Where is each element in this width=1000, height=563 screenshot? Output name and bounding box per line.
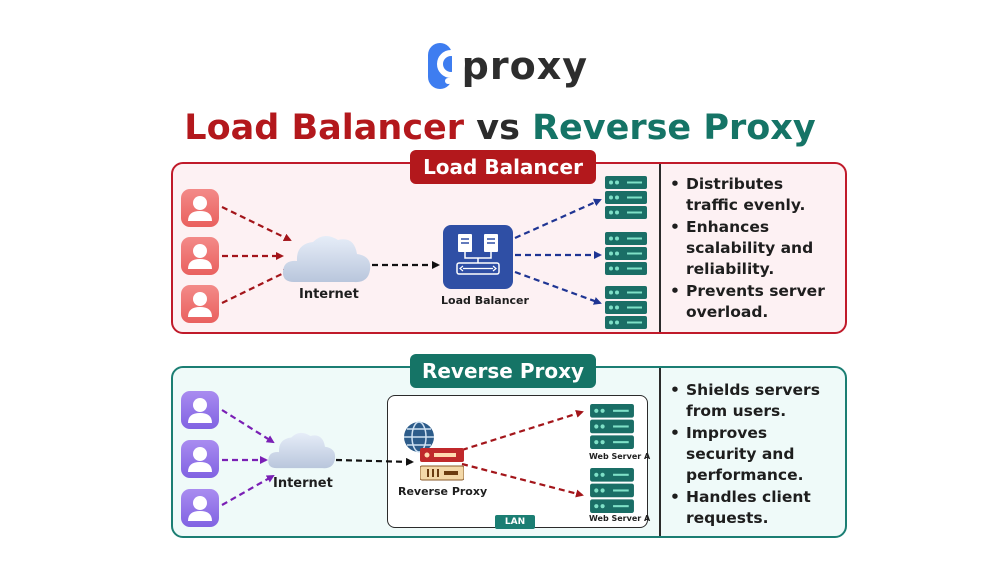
user-icon — [181, 237, 219, 275]
arrow-proxy-server2 — [461, 462, 584, 498]
reverse-proxy-tag: Reverse Proxy — [410, 354, 596, 388]
rp-bullet: Shields servers from users. — [668, 380, 838, 422]
user-icon — [181, 189, 219, 227]
page-title: Load Balancer vs Reverse Proxy — [0, 104, 1000, 152]
rp-bullet: Handles client requests. — [668, 487, 838, 529]
logo-text: proxy — [461, 44, 588, 88]
load-balancer-node-label: Load Balancer — [441, 294, 529, 307]
user-icon — [181, 391, 219, 429]
lb-bullet: Distributes traffic evenly. — [668, 174, 838, 216]
arrow-lb-server3 — [514, 270, 602, 305]
arrow-lb-server1 — [514, 198, 602, 240]
user-icon — [181, 285, 219, 323]
reverse-proxy-bullets: Shields servers from users. Improves sec… — [668, 380, 838, 530]
title-reverse-proxy: Reverse Proxy — [532, 108, 816, 148]
lan-tag: LAN — [495, 515, 535, 529]
user-icon — [181, 440, 219, 478]
server-rack-icon — [605, 176, 647, 219]
lb-internet-label: Internet — [299, 287, 359, 302]
arrow-internet-proxy — [335, 457, 414, 466]
cloud-icon — [282, 235, 371, 283]
reverse-proxy-divider — [659, 368, 661, 536]
arrow-proxy-server1 — [461, 409, 584, 452]
proxy-logo-icon — [428, 43, 465, 89]
globe-icon — [404, 421, 434, 453]
load-balancer-bullets: Distributes traffic evenly. Enhances sca… — [668, 174, 838, 324]
rp-bullet: Improves security and performance. — [668, 423, 838, 486]
arrow-rp-user1-internet — [221, 409, 275, 444]
arrow-user3-internet — [221, 269, 292, 304]
load-balancer-tag: Load Balancer — [410, 150, 596, 184]
arrow-user1-internet — [221, 206, 292, 241]
cloud-icon — [268, 432, 336, 469]
proxy-server-icon — [420, 448, 464, 481]
server-rack-icon — [605, 286, 647, 329]
load-balancer-icon — [443, 225, 513, 289]
web-server-label: Web Server A — [589, 514, 651, 523]
server-rack-icon — [590, 468, 634, 513]
arrow-rp-user3-internet — [221, 475, 275, 506]
logo: proxy — [428, 42, 588, 90]
server-rack-icon — [590, 404, 634, 449]
title-load-balancer: Load Balancer — [184, 108, 465, 148]
user-icon — [181, 489, 219, 527]
load-balancer-divider — [659, 164, 661, 332]
lb-bullet: Prevents server overload. — [668, 281, 838, 323]
lb-bullet: Enhances scalability and reliability. — [668, 217, 838, 280]
rp-internet-label: Internet — [273, 476, 333, 491]
web-server-label: Web Server A — [589, 452, 651, 461]
title-vs: vs — [476, 108, 520, 148]
reverse-proxy-node-label: Reverse Proxy — [398, 485, 488, 498]
server-rack-icon — [605, 232, 647, 275]
